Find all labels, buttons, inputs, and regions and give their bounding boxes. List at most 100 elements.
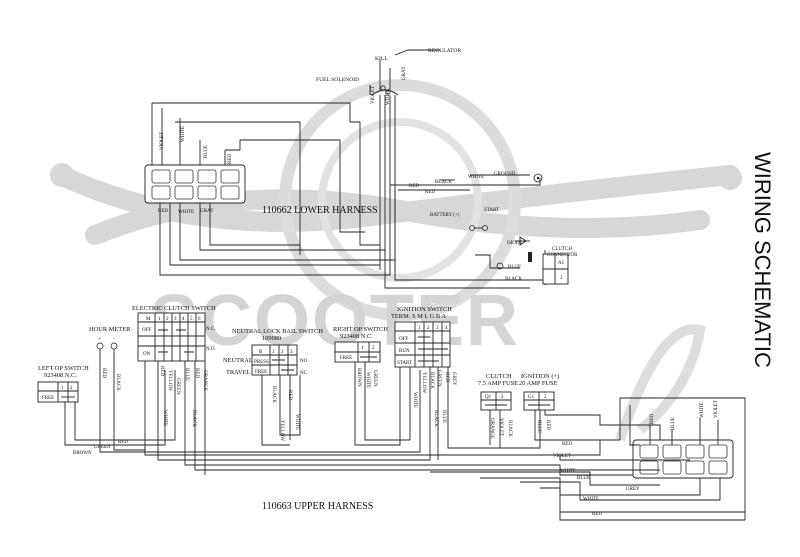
ig-black-label: BLACK (429, 372, 434, 389)
clutch-fuse-q1: Q1 (485, 395, 492, 400)
hour-meter-plus: + (98, 337, 101, 342)
uc-violet-label: VIOLET (553, 454, 571, 459)
right-op-free: FREE (340, 356, 352, 361)
clutch-connector-a1: A1 (558, 261, 565, 266)
ignition-term: TERM. S M L G B A (391, 313, 446, 320)
lower-harness-frame (151, 102, 546, 289)
ig-yellow-label: YELLOW (421, 372, 426, 393)
upper-red-wire-label: RED (118, 440, 128, 445)
right-op-part: 923408 N.C. (340, 333, 373, 340)
top-violet-label: VIOLET (371, 86, 376, 104)
watermark-logo: SCOOTER (50, 79, 742, 442)
clutch-connector (542, 253, 569, 285)
left-op-col-1: 1 (61, 386, 64, 391)
clutch-connector-2: 2 (560, 276, 563, 281)
neutral-lock-col-2: 2 (281, 350, 284, 355)
start-label: START (484, 208, 499, 213)
ignition-switch (394, 321, 451, 368)
lower-harness-connector (144, 164, 246, 204)
elec-clutch-col-1: 1 (158, 317, 161, 322)
diagram-title: WIRING SCHEMATIC (750, 152, 775, 368)
ig-grey-label: GREY (451, 372, 456, 386)
clutch-fuse-rating: 7.5 AMP FUSE (478, 380, 518, 387)
ec-white-label: WHITE (162, 410, 167, 426)
elec-clutch-on: ON (143, 352, 151, 357)
neutral-lock-free: FREE (255, 370, 267, 375)
uc-grey-label: GREY (626, 487, 640, 492)
electric-clutch-switch (137, 312, 206, 362)
clutch-fuse (480, 391, 512, 411)
neutral-lock-nc: NC (300, 371, 308, 376)
uc-red-label: RED (562, 442, 572, 447)
clutch-connector-title: CLUTCH (552, 247, 572, 252)
neutral-lock-bail-switch (251, 344, 298, 376)
elec-clutch-nc: N.C. (206, 327, 215, 332)
elec-clutch-m: M (146, 317, 151, 322)
diode-label: DIODE (507, 241, 523, 246)
uc-top-white-label: WHITE (700, 402, 705, 418)
ec-black-label: BLACK (191, 410, 196, 427)
lower-white-label: WHITE (181, 126, 186, 142)
ignition-col-1: 1 (418, 326, 421, 331)
uc-top-blue-label: BLUE (671, 417, 676, 430)
ignition-start: START (397, 361, 412, 366)
nl-black-label: BLACK (271, 386, 276, 403)
neutral-lock-part: 109080 (262, 335, 281, 342)
ig-white-label: WHITE (412, 392, 417, 408)
elec-clutch-col-6: 6 (198, 317, 201, 322)
red-wire-label-2: RED (425, 190, 435, 195)
lower-bot-red-label: RED (158, 209, 168, 214)
nl-yellow-label: YELLOW (279, 420, 284, 441)
lower-harness-label: 110662 LOWER HARNESS (262, 205, 378, 216)
left-op-switch (37, 381, 79, 403)
uc-white2-label: WHITE (583, 497, 599, 502)
ig-green-label: GREEN (436, 370, 441, 387)
upper-harness-connector (632, 439, 734, 479)
watermark-text: SCOOTER (150, 281, 520, 361)
ignition-col-2: 2 (427, 326, 430, 331)
uc-blue-label: BLUE (577, 476, 590, 481)
battery-label: BATTERY (+) (430, 213, 460, 218)
neutral-label: NEUTRAL (223, 357, 253, 364)
cf-violet-label: VIOLET (498, 418, 503, 436)
top-white-label: WHITE (386, 89, 391, 105)
left-op-title: LEFT OP SWITCH (38, 365, 89, 372)
elec-clutch-title: ELECTRIC CLUTCH SWITCH (132, 305, 216, 312)
ign-fuse-rating: 20 AMP FUSE (519, 380, 558, 387)
ec-red2-label: RED (194, 368, 199, 378)
right-op-switch (334, 341, 381, 363)
clutch-black-label: BLACK (505, 277, 522, 282)
upper-harness-label: 110663 UPPER HARNESS (262, 501, 373, 512)
cf-black-label: BLACK (507, 420, 512, 437)
upper-green-wire-label: GREEN (94, 445, 111, 450)
ground-and-battery (440, 173, 543, 270)
ignition-title: IGNITION SWITCH (397, 306, 452, 313)
ignition-off: OFF (399, 337, 408, 342)
elec-clutch-col-5: 5 (190, 317, 193, 322)
neutral-lock-col-3: 3 (290, 350, 293, 355)
ec-green-label: GREEN (175, 378, 180, 395)
right-op-title: RIGHT OP SWITCH (333, 326, 388, 333)
clutch-connector-subtitle: CONNECTOR (547, 253, 578, 258)
elec-clutch-col-2: 2 (166, 317, 169, 322)
ground-label: GROUND (494, 172, 516, 177)
right-op-col-1: 1 (361, 346, 364, 351)
elec-clutch-no: N.O. (206, 347, 216, 352)
right-op-col-2: 2 (372, 346, 375, 351)
uc-top-violet-label: VIOLET (714, 400, 719, 418)
neutral-lock-col-1: 1 (272, 350, 275, 355)
ec-red-label: RED (159, 366, 164, 376)
ec-blue-label: BLUE (184, 368, 189, 381)
clutch-blue-label: BLUE (508, 265, 521, 270)
hour-meter (96, 342, 118, 425)
red-wire-label-1: RED (409, 184, 419, 189)
uc-white-label: WHITE (560, 469, 576, 474)
ign-fuse-g1: G1 (528, 395, 535, 400)
lower-bot-gray-label: GRAY (200, 209, 214, 214)
ec-yellow-label: YELLOW (167, 370, 172, 391)
upper-brown-wire-label: BROWN (73, 451, 92, 456)
white-ground-wire-label: WHITE (468, 175, 484, 180)
clutch-fuse-2: 2 (501, 395, 504, 400)
travel-label: TRAVEL (226, 369, 250, 376)
